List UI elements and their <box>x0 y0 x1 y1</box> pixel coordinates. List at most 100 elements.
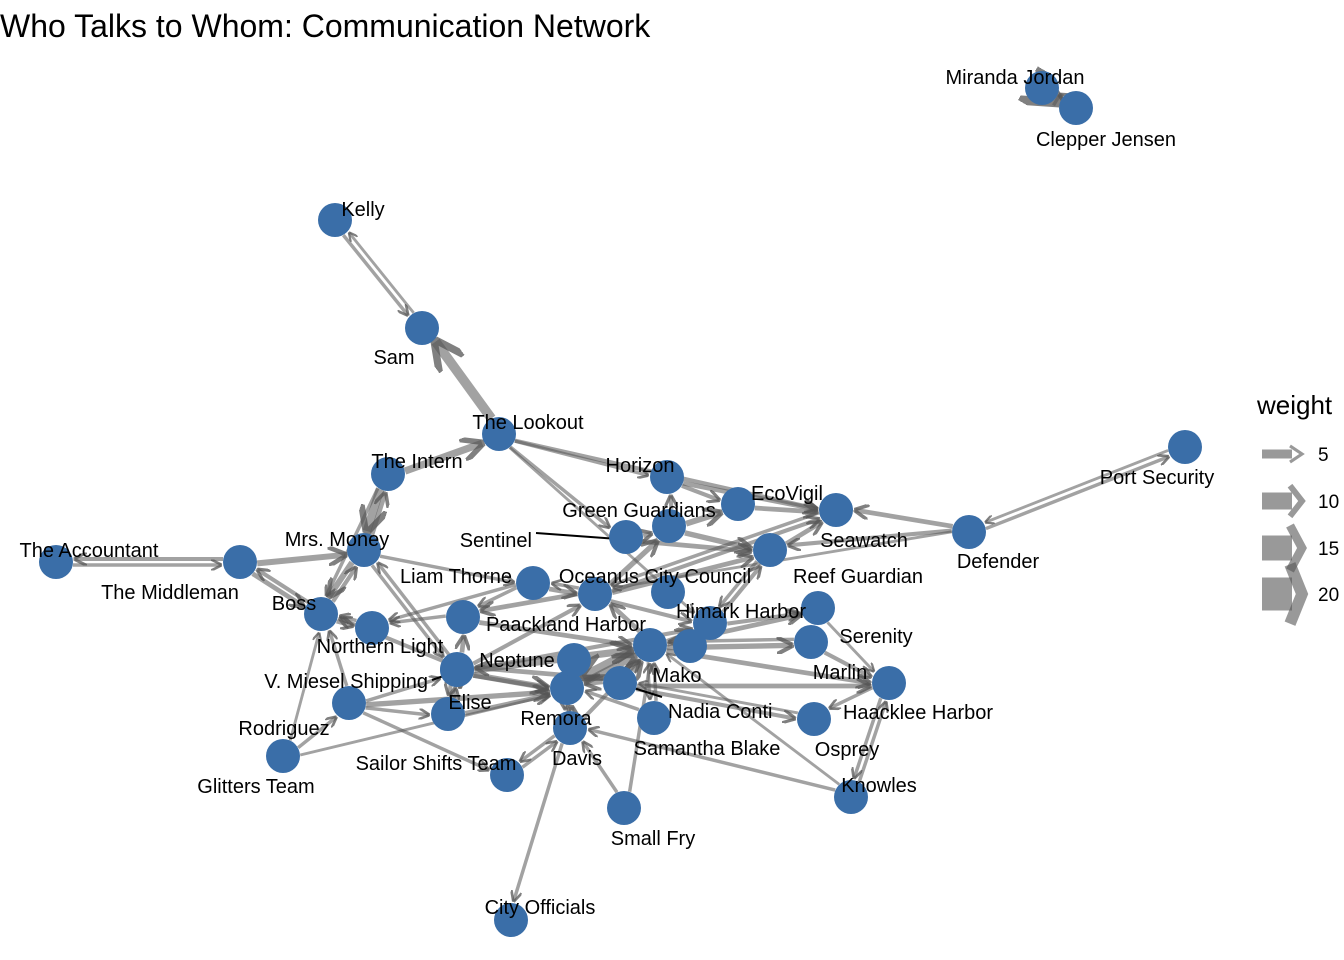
node-label-marlin: Marlin <box>813 662 867 684</box>
node-sentinel[interactable] <box>609 520 643 554</box>
node-port-security[interactable] <box>1168 430 1202 464</box>
edge-middleman-to-mrsmoney <box>256 555 345 567</box>
node-core-2[interactable] <box>651 575 685 609</box>
node-reef-guardian[interactable] <box>753 533 787 567</box>
node-mako[interactable] <box>633 628 667 662</box>
edge-clepper-to-miranda <box>1060 95 1063 97</box>
node-label-green-guardians: Green Guardians <box>562 500 715 522</box>
node-kelly[interactable] <box>318 203 352 237</box>
node-label-v-miesel-shipping: V. Miesel Shipping <box>264 671 428 693</box>
node-label-remora: Remora <box>520 708 592 730</box>
node-clepper-jensen[interactable] <box>1059 91 1093 125</box>
node-davis[interactable] <box>553 711 587 745</box>
node-label-liam-thorne: Liam Thorne <box>400 566 512 588</box>
node-sam[interactable] <box>405 311 439 345</box>
edge-serenity-to-haacklee <box>826 621 874 671</box>
node-osprey[interactable] <box>797 702 831 736</box>
node-defender[interactable] <box>952 515 986 549</box>
edge-mrsmoney-to-intern <box>369 493 385 536</box>
chart-title: Who Talks to Whom: Communication Network <box>0 8 651 44</box>
node-glitters-team[interactable] <box>266 739 300 773</box>
edge-liamthorne-to-paackland <box>479 586 518 606</box>
node-label-the-lookout: The Lookout <box>472 412 584 434</box>
node-label-port-security: Port Security <box>1100 467 1214 489</box>
node-label-miranda-jordan: Miranda Jordan <box>946 67 1085 89</box>
edge-paackland-to-northernlight <box>391 614 446 623</box>
node-paackland-harbor[interactable] <box>446 600 480 634</box>
edge-haacklee-to-osprey <box>830 686 874 708</box>
node-label-glitters-team: Glitters Team <box>197 776 314 798</box>
node-marlin[interactable] <box>794 625 828 659</box>
edge-vmiesel-to-mrsmoney <box>378 563 451 656</box>
edge-rodriguez-to-sailorshifts <box>362 711 488 770</box>
node-core-3[interactable] <box>673 629 707 663</box>
node-haacklee-harbor[interactable] <box>872 666 906 700</box>
node-knowles[interactable] <box>834 780 868 814</box>
edge-elise-to-remora <box>464 695 549 716</box>
node-label-seawatch: Seawatch <box>820 530 908 552</box>
node-label-the-intern: The Intern <box>371 451 462 473</box>
edge-knowles-to-haacklee <box>857 702 886 783</box>
edge-boss-to-mrsmoney <box>331 567 356 603</box>
edge-davis-to-cityofficials <box>514 742 564 901</box>
node-ecovigil[interactable] <box>721 487 755 521</box>
edge-sentinel-to-greenguardians <box>643 534 651 536</box>
edge-liamthorne-to-northernlight <box>389 583 517 620</box>
node-horizon[interactable] <box>650 460 684 494</box>
edge-mako-to-council <box>611 605 642 633</box>
node-v-miesel-shipping[interactable] <box>440 653 474 687</box>
node-label-ecovigil: EcoVigil <box>751 483 823 505</box>
node-the-intern[interactable] <box>371 457 405 491</box>
node-boss[interactable] <box>304 597 338 631</box>
node-city-officials[interactable] <box>494 903 528 937</box>
node-label-elise: Elise <box>448 692 491 714</box>
edge-knowles-to-mako <box>667 654 841 786</box>
legend-arrow-20 <box>1284 562 1309 626</box>
node-seawatch[interactable] <box>819 493 853 527</box>
node-the-lookout[interactable] <box>482 417 516 451</box>
edge-layer <box>73 95 1168 901</box>
node-serenity[interactable] <box>801 591 835 625</box>
node-remora[interactable] <box>550 671 584 705</box>
node-mrs-money[interactable] <box>347 533 381 567</box>
edge-smallfry-to-davis <box>583 742 619 794</box>
node-the-middleman[interactable] <box>223 545 257 579</box>
edge-rodriguez-to-elise <box>365 706 429 715</box>
legend-arrow-10 <box>1287 483 1306 519</box>
legend-arrow-5 <box>1289 444 1305 464</box>
node-label-davis: Davis <box>552 748 602 770</box>
edge-glitters-to-boss <box>288 633 319 741</box>
legend-label-5: 5 <box>1318 445 1329 466</box>
edge-defender-to-portsecurity <box>985 457 1169 531</box>
node-nadia-conti[interactable] <box>603 666 637 700</box>
node-green-guardians[interactable] <box>652 509 686 543</box>
edge-marlin-to-haacklee <box>823 650 871 677</box>
node-samantha-blake[interactable] <box>637 701 671 735</box>
node-miranda-jordan[interactable] <box>1025 71 1059 105</box>
node-liam-thorne[interactable] <box>516 566 550 600</box>
edge-greenguardians-to-ecovigil <box>685 513 721 524</box>
node-elise[interactable] <box>431 697 465 731</box>
edge-sam-to-kelly <box>349 233 415 314</box>
node-himark-harbor[interactable] <box>693 606 727 640</box>
node-small-fry[interactable] <box>607 791 641 825</box>
node-label-northern-light: Northern Light <box>317 636 444 658</box>
node-oceanus-city-council[interactable] <box>578 577 612 611</box>
edge-glitters-to-rodriguez <box>297 717 336 750</box>
node-northern-light[interactable] <box>355 611 389 645</box>
node-sailor-shifts-team[interactable] <box>490 758 524 792</box>
node-label-sentinel: Sentinel <box>460 530 532 552</box>
node-layer <box>39 71 1202 937</box>
legend-item-20: 20 <box>1262 562 1339 626</box>
edge-defender-to-reefguardian <box>789 528 952 546</box>
node-core-1[interactable] <box>557 643 591 677</box>
legend-item-15: 15 <box>1262 523 1339 573</box>
edge-neptune-to-mako <box>473 650 631 674</box>
node-the-accountant[interactable] <box>39 545 73 579</box>
edge-reefguardian-to-himark <box>720 560 759 606</box>
legend-item-10: 10 <box>1262 483 1339 519</box>
node-rodriguez[interactable] <box>332 686 366 720</box>
node-label-osprey: Osprey <box>815 739 879 761</box>
